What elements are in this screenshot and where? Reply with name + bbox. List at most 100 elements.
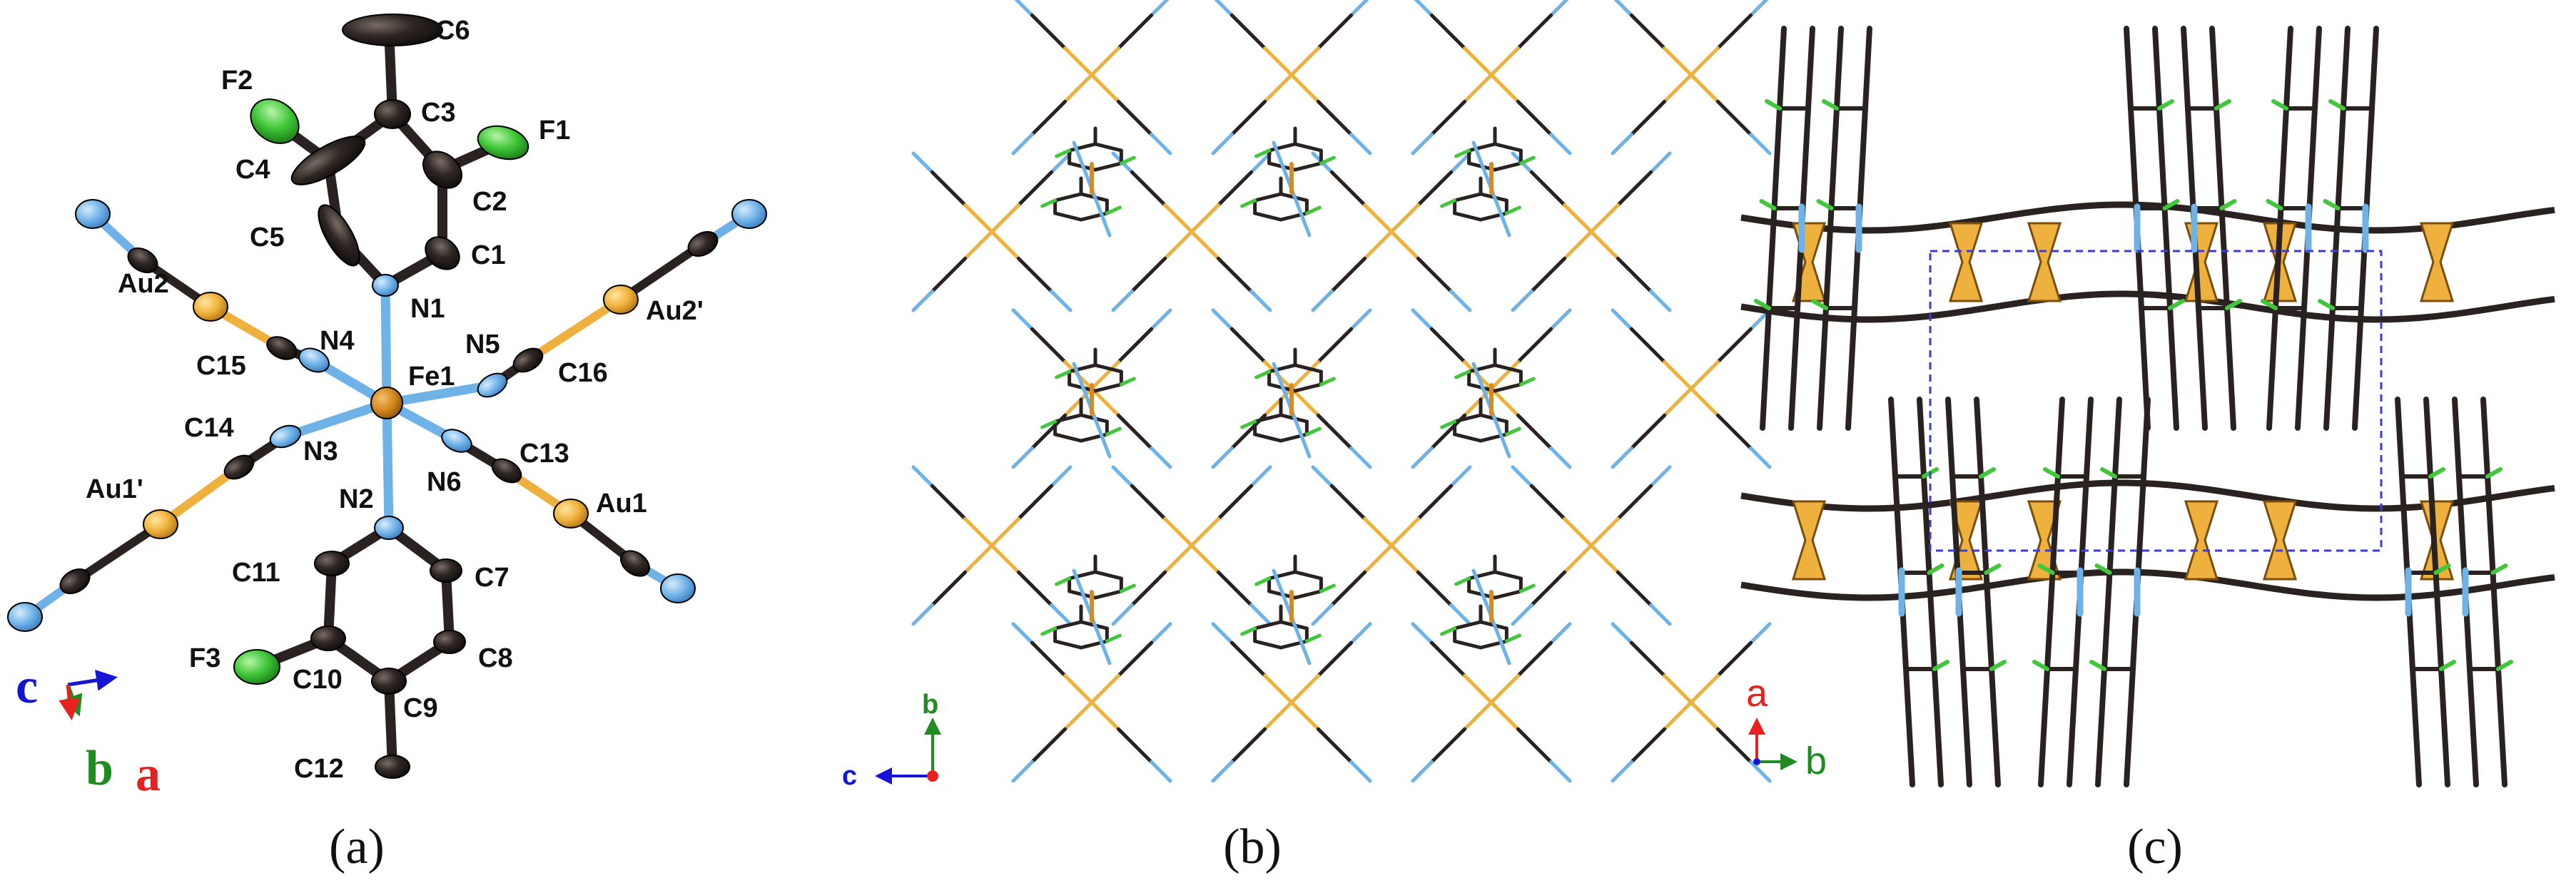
network-linker bbox=[1663, 73, 1693, 103]
network-linker bbox=[1316, 727, 1354, 764]
pyridine-stack-f bbox=[2485, 467, 2503, 479]
label-c4: C4 bbox=[235, 155, 270, 185]
label-n6: N6 bbox=[427, 467, 462, 497]
network-linker bbox=[1011, 446, 1034, 469]
label-c13: C13 bbox=[519, 439, 569, 469]
network-linker bbox=[1649, 151, 1672, 174]
pyridine-ring bbox=[1093, 589, 1123, 600]
panel-b-caption: (b) bbox=[1223, 820, 1282, 874]
panel-a-caption: (a) bbox=[329, 820, 385, 874]
network-linker bbox=[1316, 99, 1354, 137]
label-c14: C14 bbox=[184, 413, 234, 443]
atom-c13 bbox=[491, 458, 522, 484]
network-linker bbox=[1411, 133, 1434, 155]
atom-c9 bbox=[371, 668, 407, 695]
network-linker bbox=[1116, 727, 1154, 764]
network-linker bbox=[1649, 603, 1672, 626]
network-linker bbox=[1216, 170, 1254, 208]
pyridine-ring-f bbox=[1119, 155, 1136, 165]
network-linker bbox=[1063, 73, 1094, 103]
network-linker bbox=[1289, 387, 1320, 417]
network-linker bbox=[1516, 13, 1553, 51]
pyridine-ring-f bbox=[1240, 626, 1257, 636]
pyridine-stack-f bbox=[1989, 660, 2007, 671]
aurophilic-pillar bbox=[2027, 222, 2062, 302]
network-linker bbox=[1489, 73, 1520, 103]
atom-fe1 bbox=[370, 387, 403, 419]
pyridine-stack-f bbox=[2328, 99, 2346, 111]
network-linker bbox=[1329, 484, 1367, 521]
pyridine-ring-f bbox=[1040, 626, 1058, 636]
pyridine-ring bbox=[1253, 211, 1283, 222]
pyridine-ring-f bbox=[1240, 419, 1257, 429]
network-linker bbox=[1211, 622, 1234, 645]
atom-n1 bbox=[372, 274, 399, 297]
network-linker bbox=[1211, 760, 1234, 783]
network-linker bbox=[1116, 413, 1154, 450]
pyridine-ring bbox=[1493, 142, 1523, 153]
network-linker bbox=[990, 543, 1020, 574]
network-linker bbox=[1689, 360, 1720, 391]
network-linker bbox=[1616, 570, 1653, 607]
atom-n-au2-out bbox=[75, 199, 111, 229]
network-linker bbox=[1689, 387, 1720, 417]
panel-b-axes: b c bbox=[842, 690, 941, 791]
pyridine-ring-f bbox=[1319, 583, 1336, 593]
network-linker bbox=[1689, 46, 1720, 77]
network-linker bbox=[1050, 603, 1073, 626]
network-linker bbox=[1715, 327, 1753, 364]
atom-n6 bbox=[441, 429, 472, 453]
pyridine-ring-f bbox=[1319, 377, 1336, 387]
network-linker bbox=[1229, 13, 1267, 51]
pyridine-stack bbox=[2038, 397, 2065, 787]
network-linker bbox=[1229, 327, 1267, 364]
network-linker bbox=[1229, 727, 1267, 764]
label-au2: Au2 bbox=[118, 269, 169, 299]
network-linker bbox=[1216, 570, 1254, 607]
pyridine-ring bbox=[1467, 570, 1497, 581]
network-linker bbox=[1489, 387, 1520, 417]
network-linker bbox=[1016, 256, 1054, 294]
pyridine-ring bbox=[1053, 413, 1083, 424]
pyridine-ring bbox=[1253, 432, 1283, 443]
network-linker bbox=[1449, 465, 1472, 488]
network-linker bbox=[1116, 13, 1154, 51]
atom-n4 bbox=[298, 347, 330, 373]
network-linker bbox=[1516, 99, 1553, 137]
pyridine-ring bbox=[1453, 432, 1483, 443]
atom-c4 bbox=[290, 136, 366, 185]
network-linker bbox=[1263, 700, 1294, 731]
network-linker bbox=[1316, 640, 1354, 678]
pyridine-ring bbox=[1293, 142, 1323, 153]
network-linker bbox=[1411, 446, 1434, 469]
network-linker bbox=[1616, 484, 1653, 521]
network-linker bbox=[1090, 360, 1120, 391]
pyridine-ring bbox=[1068, 363, 1097, 374]
pyridine-stack-f bbox=[2323, 199, 2341, 210]
pyridine-stack-f bbox=[2261, 299, 2278, 310]
pyridine-stack-f bbox=[1979, 467, 1996, 479]
pyridine-stack bbox=[2323, 26, 2351, 431]
label-f3: F3 bbox=[189, 643, 220, 673]
pyridine-ring-f bbox=[1055, 148, 1072, 158]
atom-n2 bbox=[374, 516, 404, 540]
network-linker bbox=[1611, 308, 1633, 331]
network-linker bbox=[1190, 543, 1220, 574]
pyridine-stack-f bbox=[2219, 199, 2237, 210]
network-linker bbox=[1249, 290, 1272, 312]
pyridine-ring bbox=[1453, 639, 1483, 650]
network-linker bbox=[1289, 360, 1320, 391]
label-c15: C15 bbox=[196, 351, 246, 381]
pyridine-ring-f bbox=[1254, 576, 1272, 586]
network-linker bbox=[1715, 13, 1753, 51]
network-linker bbox=[1511, 603, 1533, 626]
pyridine-stack-f bbox=[2433, 563, 2451, 575]
network-linker bbox=[1629, 327, 1667, 364]
pyridine-ring-f bbox=[1105, 205, 1122, 215]
aurophilic-pillar bbox=[1791, 500, 1827, 581]
network-linker bbox=[1190, 516, 1220, 548]
label-c8: C8 bbox=[478, 643, 513, 673]
label-au1: Au1 bbox=[596, 489, 647, 519]
network-linker bbox=[1349, 308, 1372, 331]
label-c7: C7 bbox=[475, 563, 509, 593]
